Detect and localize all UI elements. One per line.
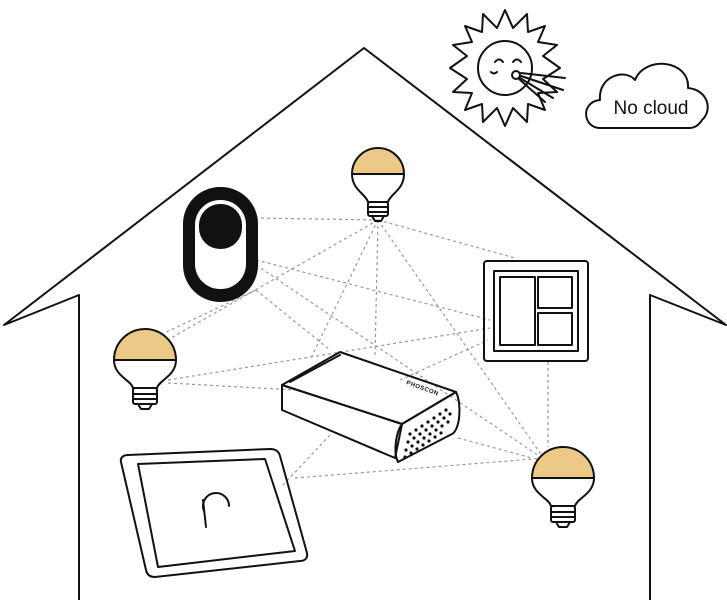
house-outline (3, 47, 727, 600)
light-bulb-icon (113, 328, 177, 410)
gateway-vent-holes (403, 408, 452, 459)
light-bulb-icon (351, 147, 405, 222)
mesh-network-lines (149, 217, 549, 486)
cloud-label: No cloud (614, 98, 689, 119)
phoscon-logo-icon (202, 492, 230, 528)
tablet-icon (119, 448, 309, 578)
wall-switch-icon (483, 260, 589, 362)
gateway-brand-label: PHOSCON (405, 380, 439, 397)
gateway-device-icon: PHOSCON (281, 351, 461, 463)
toggle-switch-icon (183, 187, 258, 302)
sun-icon (449, 9, 566, 127)
cloud-icon: No cloud (585, 62, 709, 129)
light-bulb-icon (531, 446, 595, 528)
